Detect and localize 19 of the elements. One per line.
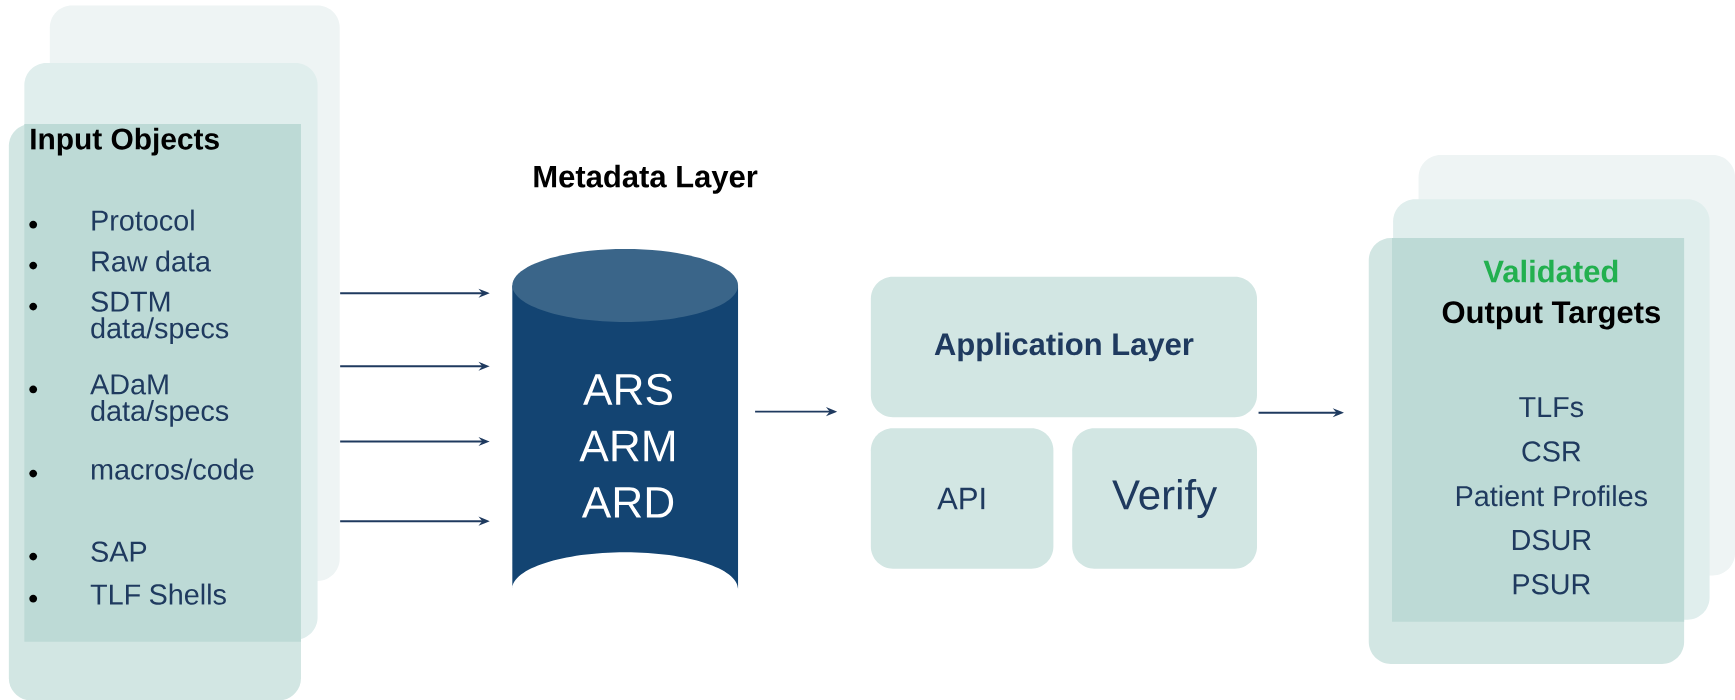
layer-heading: Metadata Layer [534,164,758,194]
layer-box: Application Layer [870,276,1257,417]
list-item: Patient Profiles [1456,484,1647,507]
list-item: TLF Shells [90,583,226,605]
list-item: macros/code [92,458,254,480]
list-item: TLFs [1519,396,1584,418]
list-item: ADaM data/specs [90,374,229,427]
layer-box: Verify [1072,428,1257,569]
list-item: Protocol [92,209,194,231]
card-heading: Input Objects [31,127,219,156]
card-heading: Validated [1483,259,1618,283]
list-item: SAP [91,541,147,562]
layer-box: API [870,428,1054,569]
list-item: Raw data [92,250,211,272]
list-item: SDTM data/specs [91,291,229,344]
list-item: PSUR [1513,573,1590,595]
list-item: CSR [1522,441,1581,462]
list-item: DSUR [1512,529,1591,550]
card-heading: Output Targets [1442,301,1660,330]
